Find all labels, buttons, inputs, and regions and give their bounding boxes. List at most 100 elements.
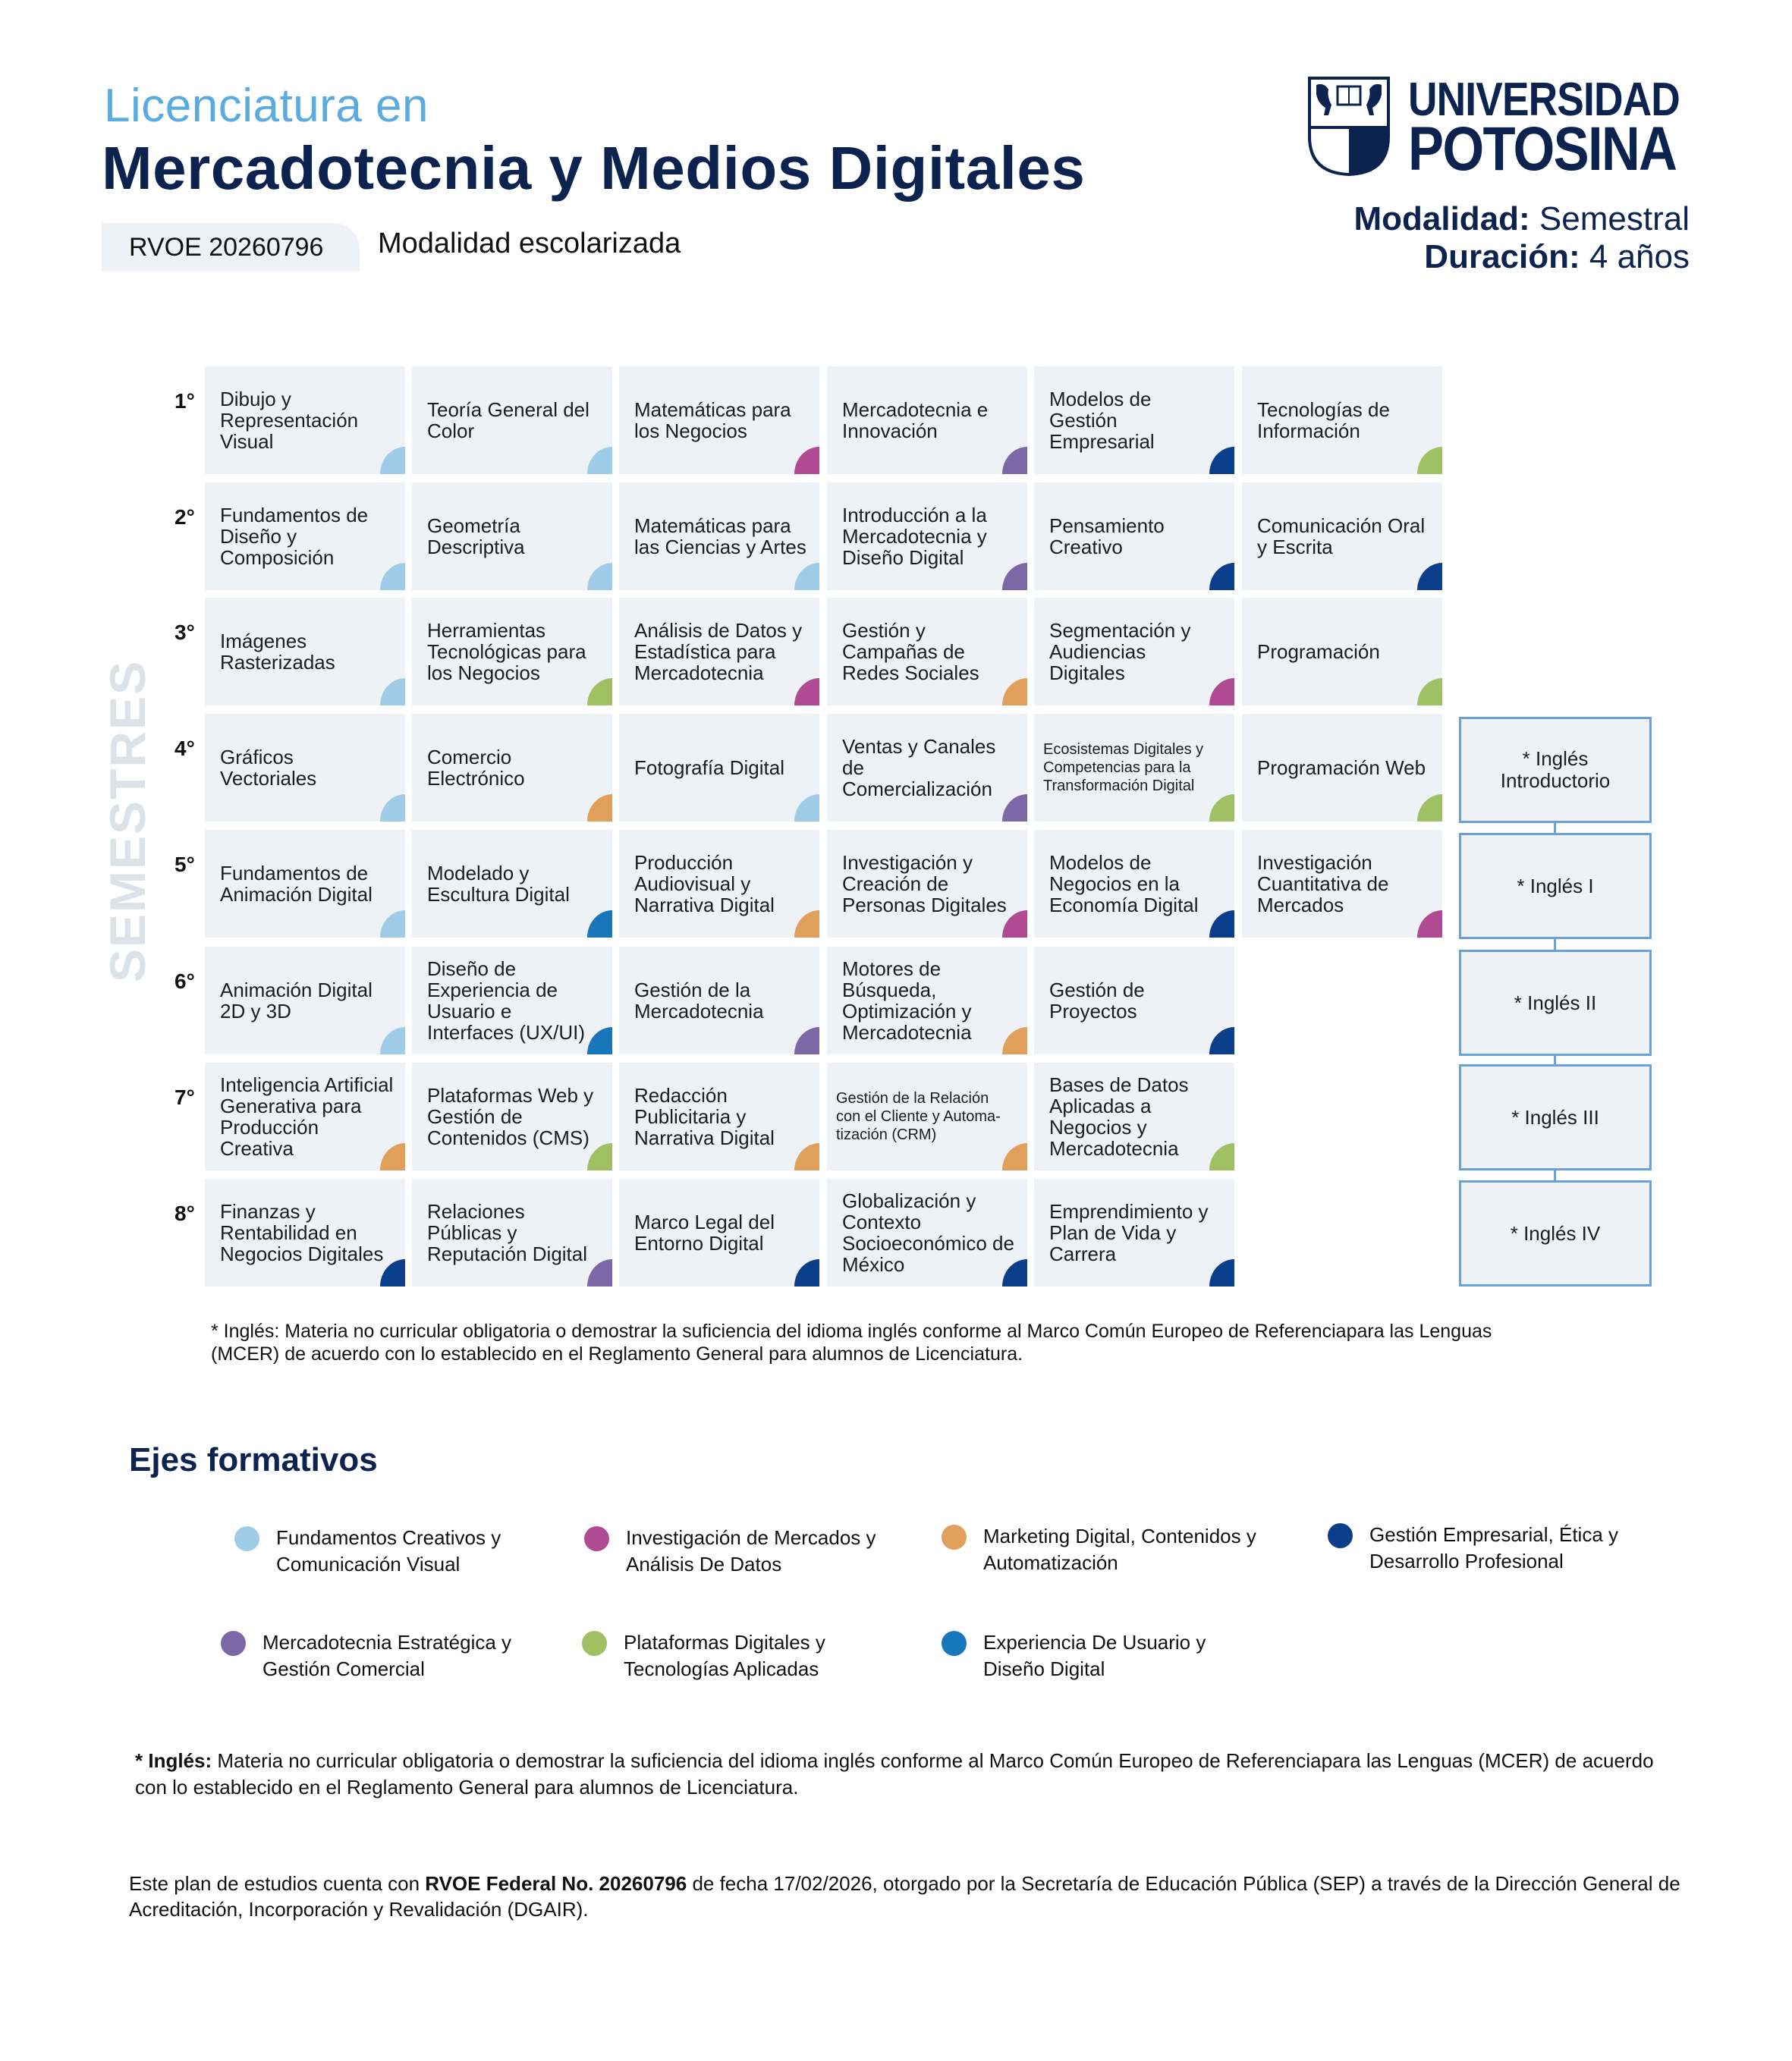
semester-label: 8°: [174, 1202, 195, 1225]
subject-name: Producción Audiovisual y Narrativa Digit…: [634, 851, 775, 916]
subject-cell: Bases de Datos Aplicadas a Negocios y Me…: [1034, 1063, 1234, 1170]
subject-cell: Dibujo y Representación Visual: [205, 366, 405, 474]
subject-name: Fotografía Digital: [634, 756, 784, 779]
subject-cell: Producción Audiovisual y Narrativa Digit…: [619, 830, 819, 938]
subject-name: Programación: [1257, 640, 1380, 663]
subject-name: Tecnologías de Información: [1257, 398, 1390, 442]
subject-cell: Programación Web: [1242, 714, 1442, 822]
subject-cell: Geometría Descriptiva: [412, 482, 612, 590]
subject-cell: Marco Legal del Entorno Digital: [619, 1179, 819, 1287]
english-note-label: * Inglés:: [135, 1749, 212, 1772]
subject-cell: Ventas y Canales de Comercialización: [827, 714, 1027, 822]
rvoe-badge: RVOE 20260796: [102, 223, 360, 272]
semester-label: 3°: [174, 620, 195, 644]
subject-name: Gestión de la Mercadotecnia: [634, 979, 764, 1023]
semester-label: 7°: [174, 1085, 195, 1109]
legend-dot-icon: [942, 1525, 967, 1550]
axis-marker-icon: [794, 1027, 819, 1054]
program-subtitle: Licenciatura en: [104, 80, 429, 132]
subject-name: Inteligencia Artificial Generativa para …: [220, 1073, 394, 1160]
program-title: Mercadotecnia y Medios Digitales: [102, 134, 1086, 202]
legend-item-ge: Gestión Empresarial, Ética y Desarrollo …: [1328, 1522, 1673, 1575]
subject-name: Investigación y Creación de Personas Dig…: [842, 851, 1007, 916]
subject-name: Modelos de Negocios en la Economía Digit…: [1049, 851, 1199, 916]
legend-item-fc: Fundamentos Creativos y Comunicación Vis…: [234, 1525, 534, 1578]
axis-marker-icon: [1417, 447, 1442, 474]
subject-cell: Globalización y Contexto Socioeconómico …: [827, 1179, 1027, 1287]
logo-wordmark-line2: POTOSINA: [1408, 115, 1677, 184]
semester-label: 2°: [174, 505, 195, 529]
axis-marker-icon: [794, 794, 819, 822]
subject-cell: Gestión de Proyectos: [1034, 947, 1234, 1054]
subject-cell: Mercadotecnia e Innovación: [827, 366, 1027, 474]
subject-cell: Gestión de la Mercadotecnia: [619, 947, 819, 1054]
subject-name: Mercadotecnia e Innovación: [842, 398, 989, 442]
axis-marker-icon: [794, 447, 819, 474]
semester-label: 1°: [174, 389, 195, 413]
english-course-box: * Inglés IV: [1459, 1180, 1652, 1287]
subject-name: Marco Legal del Entorno Digital: [634, 1211, 775, 1255]
axis-marker-icon: [1002, 1143, 1027, 1170]
subject-cell: Introducción a la Mercadotecnia y Diseño…: [827, 482, 1027, 590]
subject-name: Imágenes Rasterizadas: [220, 630, 335, 674]
subject-cell: Herramientas Tecnológicas para los Negoc…: [412, 598, 612, 705]
english-connector: [1554, 823, 1556, 833]
subject-cell: Ecosistemas Digitales y Competencias par…: [1034, 714, 1234, 822]
subject-cell: Gestión de la Relación con el Cliente y …: [827, 1063, 1027, 1170]
semester-label: 6°: [174, 969, 195, 993]
subject-name: Bases de Datos Aplicadas a Negocios y Me…: [1049, 1073, 1189, 1160]
subject-name: Modelado y Escultura Digital: [427, 862, 570, 906]
subject-name: Modelos de Gestión Empresarial: [1049, 388, 1155, 453]
subject-cell: Investigación Cuantitativa de Mercados: [1242, 830, 1442, 938]
rvoe-statement: Este plan de estudios cuenta con RVOE Fe…: [129, 1871, 1699, 1922]
legend-label: Plataformas Digitales y Tecnologías Apli…: [624, 1631, 825, 1680]
subject-name: Fundamentos de Diseño y Composición: [220, 504, 369, 569]
axis-marker-icon: [1209, 794, 1234, 822]
rvoe-statement-post: de fecha 17/02/2026, otorgado por la Sec…: [129, 1872, 1680, 1921]
legend-item-me: Mercadotecnia Estratégica y Gestión Come…: [221, 1629, 551, 1682]
axis-marker-icon: [380, 678, 405, 705]
english-footnote: * Inglés: Materia no curricular obligato…: [211, 1321, 1492, 1365]
axis-marker-icon: [1209, 563, 1234, 590]
subject-cell: Modelos de Negocios en la Economía Digit…: [1034, 830, 1234, 938]
legend-dot-icon: [221, 1631, 246, 1656]
axis-marker-icon: [794, 1259, 819, 1287]
subject-cell: Tecnologías de Información: [1242, 366, 1442, 474]
rvoe-statement-number: RVOE Federal No. 20260796: [425, 1872, 687, 1895]
duracion-info: Duración: 4 años: [1424, 238, 1690, 276]
semester-label: 4°: [174, 737, 195, 760]
subject-cell: Modelado y Escultura Digital: [412, 830, 612, 938]
subject-name: Plataformas Web y Gestión de Contenidos …: [427, 1084, 594, 1149]
subject-cell: Programación: [1242, 598, 1442, 705]
subject-cell: Imágenes Rasterizadas: [205, 598, 405, 705]
subject-cell: Pensamiento Creativo: [1034, 482, 1234, 590]
subject-name: Fundamentos de Animación Digital: [220, 862, 373, 906]
subject-name: Ventas y Canales de Comercialización: [842, 735, 996, 800]
axis-marker-icon: [794, 563, 819, 590]
subject-name: Herramientas Tecnológicas para los Negoc…: [427, 619, 586, 684]
axis-marker-icon: [587, 447, 612, 474]
subject-cell: Fotografía Digital: [619, 714, 819, 822]
axis-marker-icon: [587, 910, 612, 938]
axis-marker-icon: [1417, 794, 1442, 822]
subject-name: Gestión de la Relación con el Cliente y …: [836, 1090, 1001, 1143]
subject-cell: Comunicación Oral y Escrita: [1242, 482, 1442, 590]
axis-marker-icon: [380, 794, 405, 822]
modalidad-info: Modalidad: Semestral: [1353, 200, 1690, 238]
shield-icon: [1308, 77, 1390, 176]
subject-name: Pensamiento Creativo: [1049, 514, 1165, 558]
subject-name: Comunicación Oral y Escrita: [1257, 514, 1426, 558]
legend-item-ux: Experiencia De Usuario y Diseño Digital: [942, 1629, 1256, 1682]
subject-cell: Inteligencia Artificial Generativa para …: [205, 1063, 405, 1170]
subject-cell: Fundamentos de Diseño y Composición: [205, 482, 405, 590]
subject-name: Geometría Descriptiva: [427, 514, 525, 558]
subject-name: Investigación Cuantitativa de Mercados: [1257, 851, 1389, 916]
modalidad-value: Semestral: [1539, 200, 1690, 237]
english-course-box: * Inglés III: [1459, 1064, 1652, 1170]
subject-cell: Fundamentos de Animación Digital: [205, 830, 405, 938]
subject-cell: Gestión y Campañas de Redes Sociales: [827, 598, 1027, 705]
subject-name: Gestión de Proyectos: [1049, 979, 1145, 1023]
english-connector: [1554, 939, 1556, 950]
subject-name: Matemáticas para las Ciencias y Artes: [634, 514, 806, 558]
axis-marker-icon: [1417, 678, 1442, 705]
